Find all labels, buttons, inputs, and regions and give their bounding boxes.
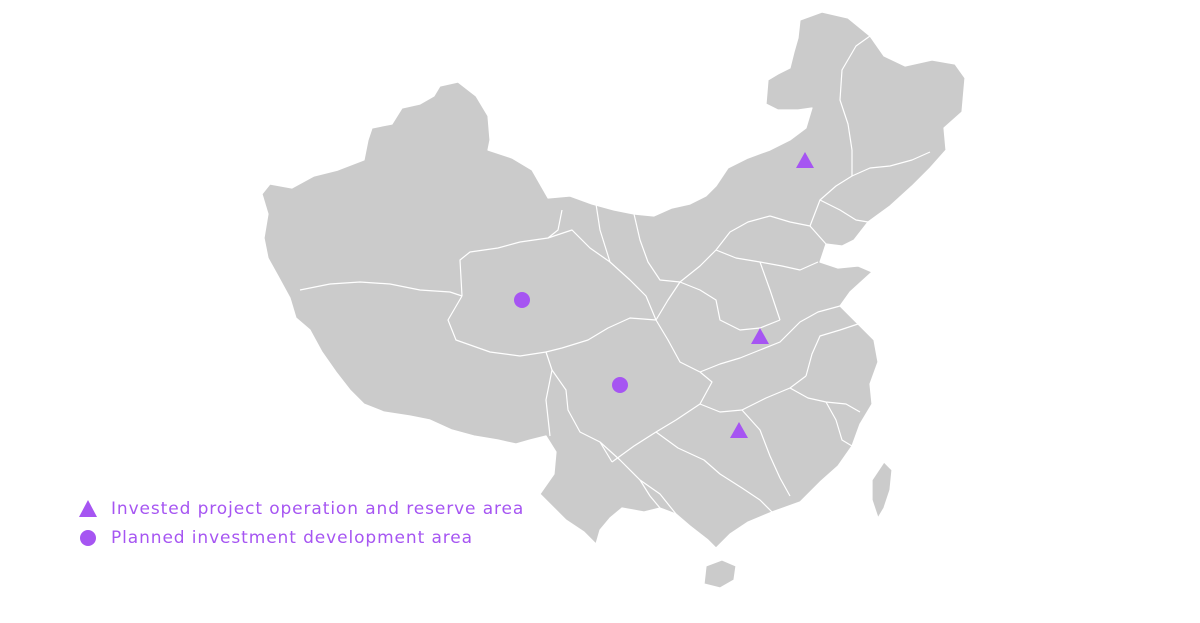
legend-label-invested: Invested project operation and reserve a… (111, 498, 525, 519)
invested-marker (730, 422, 748, 438)
invested-marker (751, 328, 769, 344)
province-borders (299, 35, 931, 515)
mainland-china (261, 11, 966, 549)
taiwan (871, 461, 893, 519)
triangle-icon (79, 499, 97, 517)
planned-marker (612, 377, 628, 393)
legend-label-planned: Planned investment development area (111, 527, 473, 548)
circle-icon (80, 529, 96, 546)
invested-marker (796, 152, 814, 168)
legend: Invested project operation and reserve a… (78, 494, 524, 552)
markers (514, 152, 814, 438)
legend-item-invested: Invested project operation and reserve a… (78, 494, 524, 523)
planned-marker (514, 292, 530, 308)
legend-item-planned: Planned investment development area (78, 523, 524, 552)
hainan (703, 559, 737, 589)
